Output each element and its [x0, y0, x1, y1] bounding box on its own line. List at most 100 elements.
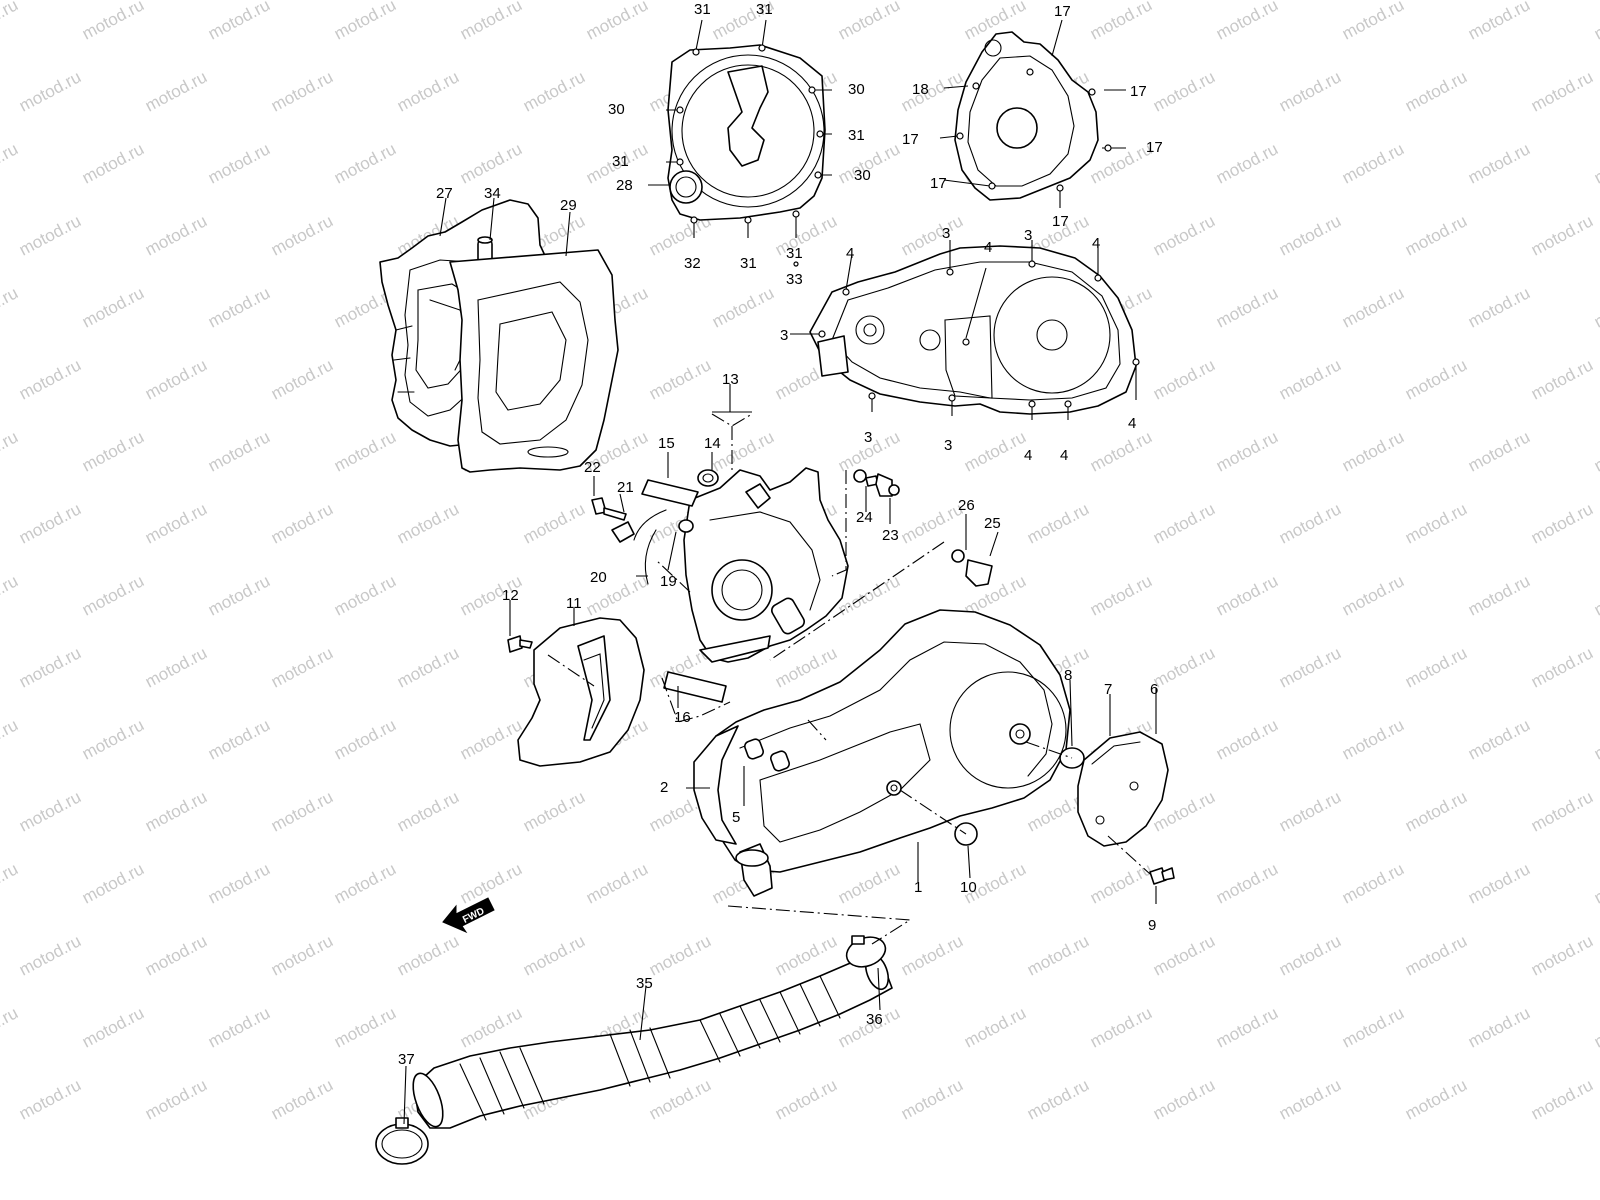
watermark-text: motod.ru — [16, 499, 84, 547]
watermark-text: motod.ru — [268, 931, 336, 979]
callout-23: 23 — [882, 527, 899, 544]
magneto-cover-gasket — [667, 44, 826, 221]
watermark-text: motod.ru — [520, 499, 588, 547]
watermark-text: motod.ru — [268, 787, 336, 835]
watermark-text: motod.ru — [0, 0, 21, 44]
watermark-text: motod.ru — [1528, 1075, 1596, 1123]
watermark-text: motod.ru — [1591, 0, 1600, 44]
watermark-text: motod.ru — [1465, 1003, 1533, 1051]
watermark-text: motod.ru — [205, 859, 273, 907]
watermark-text: motod.ru — [79, 0, 147, 44]
watermark-text: motod.ru — [394, 931, 462, 979]
watermark-text: motod.ru — [1591, 571, 1600, 619]
forward-arrow-icon — [442, 897, 495, 934]
callout-1: 1 — [914, 879, 922, 896]
callout-2: 2 — [660, 779, 668, 796]
callout-7: 7 — [1104, 681, 1112, 698]
callout-31: 31 — [694, 1, 711, 18]
callout-24: 24 — [856, 509, 873, 526]
callout-27: 27 — [436, 185, 453, 202]
callout-26: 26 — [958, 497, 975, 514]
watermark-text: motod.ru — [898, 499, 966, 547]
watermark-text: motod.ru — [457, 715, 525, 763]
watermark-text: motod.ru — [205, 0, 273, 44]
watermark-text: motod.ru — [1339, 859, 1407, 907]
callout-6: 6 — [1150, 681, 1158, 698]
watermark-text: motod.ru — [142, 211, 210, 259]
callout-8: 8 — [1064, 667, 1072, 684]
watermark-text: motod.ru — [331, 571, 399, 619]
watermark-text: motod.ru — [1465, 283, 1533, 331]
callout-25: 25 — [984, 515, 1001, 532]
watermark-text: motod.ru — [1213, 139, 1281, 187]
watermark-text: motod.ru — [16, 931, 84, 979]
callout-19: 19 — [660, 573, 677, 590]
watermark-text: motod.ru — [1402, 787, 1470, 835]
watermark-text: motod.ru — [1402, 211, 1470, 259]
clutch-cover-gasket — [809, 245, 1137, 415]
outer-cover-assembly — [693, 609, 1085, 897]
callout-29: 29 — [560, 197, 577, 214]
watermark-text: motod.ru — [520, 787, 588, 835]
callout-21: 21 — [617, 479, 634, 496]
alignment-lines — [547, 413, 1151, 945]
cap-cover — [1077, 731, 1175, 885]
watermark-text: motod.ru — [1402, 355, 1470, 403]
callout-30: 30 — [608, 101, 625, 118]
watermark-text: motod.ru — [142, 67, 210, 115]
watermark-text: motod.ru — [1591, 139, 1600, 187]
watermark-text: motod.ru — [772, 1075, 840, 1123]
callout-30: 30 — [848, 81, 865, 98]
callout-34: 34 — [484, 185, 501, 202]
watermark-text: motod.ru — [205, 1003, 273, 1051]
watermark-text: motod.ru — [583, 0, 651, 44]
callout-10: 10 — [960, 879, 977, 896]
watermark-text: motod.ru — [1276, 643, 1344, 691]
watermark-text: motod.ru — [79, 427, 147, 475]
watermark-text: motod.ru — [457, 0, 525, 44]
callout-4: 4 — [1024, 447, 1032, 464]
callout-4: 4 — [846, 245, 854, 262]
callout-4: 4 — [1092, 235, 1100, 252]
watermark-text: motod.ru — [142, 355, 210, 403]
watermark-text: motod.ru — [1528, 643, 1596, 691]
watermark-text: motod.ru — [898, 931, 966, 979]
watermark-text: motod.ru — [331, 0, 399, 44]
callout-3: 3 — [1024, 227, 1032, 244]
watermark-text: motod.ru — [1339, 1003, 1407, 1051]
callout-37: 37 — [398, 1051, 415, 1068]
watermark-text: motod.ru — [520, 67, 588, 115]
watermark-text: motod.ru — [1528, 355, 1596, 403]
watermark-text: motod.ru — [1339, 0, 1407, 44]
watermark-text: motod.ru — [331, 1003, 399, 1051]
watermark-text: motod.ru — [1339, 139, 1407, 187]
callout-3: 3 — [942, 225, 950, 242]
watermark-text: motod.ru — [457, 859, 525, 907]
callout-17: 17 — [1130, 83, 1147, 100]
watermark-text: motod.ru — [0, 715, 21, 763]
watermark-text: motod.ru — [1087, 427, 1155, 475]
callout-17: 17 — [902, 131, 919, 148]
callout-9: 9 — [1148, 917, 1156, 934]
watermark-text: motod.ru — [1087, 1003, 1155, 1051]
watermark-text: motod.ru — [331, 139, 399, 187]
watermark-text: motod.ru — [205, 139, 273, 187]
watermark-text: motod.ru — [835, 0, 903, 44]
callout-31: 31 — [612, 153, 629, 170]
callout-13: 13 — [722, 371, 739, 388]
watermark-text: motod.ru — [583, 859, 651, 907]
watermark-text: motod.ru — [142, 1075, 210, 1123]
intake-duct — [375, 935, 893, 1165]
watermark-text: motod.ru — [646, 931, 714, 979]
callout-35: 35 — [636, 975, 653, 992]
watermark-text: motod.ru — [16, 643, 84, 691]
watermark-text: motod.ru — [1339, 283, 1407, 331]
watermark-text: motod.ru — [0, 139, 21, 187]
watermark-text: motod.ru — [1150, 355, 1218, 403]
watermark-text: motod.ru — [835, 859, 903, 907]
watermark-text: motod.ru — [1591, 283, 1600, 331]
callout-17: 17 — [1052, 213, 1069, 230]
callout-33: 33 — [786, 271, 803, 288]
watermark-text: motod.ru — [646, 1075, 714, 1123]
watermark-text: motod.ru — [1087, 859, 1155, 907]
